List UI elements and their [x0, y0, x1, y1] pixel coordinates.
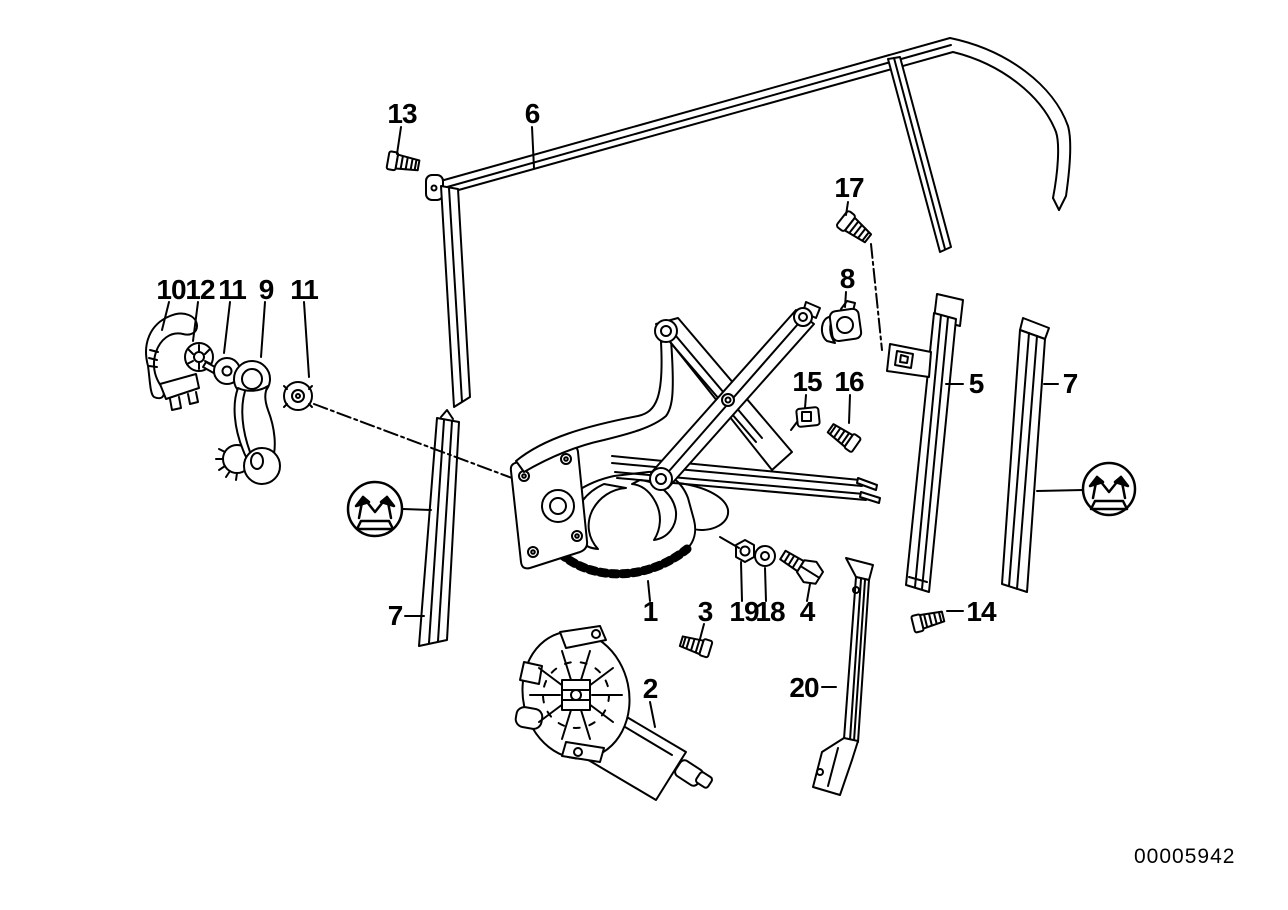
crank-handle-assembly [146, 314, 312, 484]
washer-18 [755, 546, 775, 566]
callout-9[interactable]: 9 [258, 274, 275, 305]
callout-14[interactable]: 14 [966, 596, 996, 627]
window-motor [511, 621, 713, 800]
callout-8[interactable]: 8 [839, 263, 856, 294]
pointer-line [720, 537, 739, 548]
axis-dash-line [314, 404, 512, 478]
window-frame [426, 38, 1070, 407]
screw-17 [836, 210, 874, 246]
callout-5[interactable]: 5 [968, 368, 985, 399]
channel-strip-left [419, 410, 459, 646]
screw-14 [911, 609, 945, 633]
callout-3[interactable]: 3 [697, 596, 714, 627]
crown-badge-icon [1083, 463, 1135, 515]
callout-18[interactable]: 18 [755, 596, 785, 627]
screw-16 [826, 421, 861, 453]
callout-6[interactable]: 6 [524, 98, 541, 129]
callout-10[interactable]: 10 [156, 274, 186, 305]
callout-17[interactable]: 17 [834, 172, 864, 203]
clip-8 [822, 301, 862, 343]
bolt-4 [777, 545, 826, 588]
clip-15 [791, 407, 820, 430]
callout-19[interactable]: 19 [729, 596, 759, 627]
screw-13 [386, 151, 420, 174]
callout-1[interactable]: 1 [642, 596, 659, 627]
window-regulator [511, 302, 880, 574]
callout-2[interactable]: 2 [642, 673, 659, 704]
callout-12[interactable]: 12 [185, 274, 215, 305]
callout-13[interactable]: 13 [387, 98, 417, 129]
crown-badge-icon [348, 482, 402, 536]
channel-strip-right [1002, 318, 1049, 592]
callout-11-b[interactable]: 11 [290, 274, 319, 305]
image-id: 00005942 [1134, 845, 1236, 868]
callout-7-right[interactable]: 7 [1062, 368, 1079, 399]
support-bracket [813, 558, 873, 795]
screw-3 [679, 633, 713, 658]
nut-19 [736, 540, 754, 562]
callout-20[interactable]: 20 [789, 672, 819, 703]
callout-4[interactable]: 4 [799, 596, 816, 627]
callout-16[interactable]: 16 [834, 366, 864, 397]
callout-7-left[interactable]: 7 [387, 600, 404, 631]
callout-11-a[interactable]: 11 [218, 274, 247, 305]
callout-15[interactable]: 15 [792, 366, 822, 397]
leader-lines [162, 127, 1058, 727]
guide-rail [887, 294, 963, 592]
align-dash-line [871, 244, 882, 350]
